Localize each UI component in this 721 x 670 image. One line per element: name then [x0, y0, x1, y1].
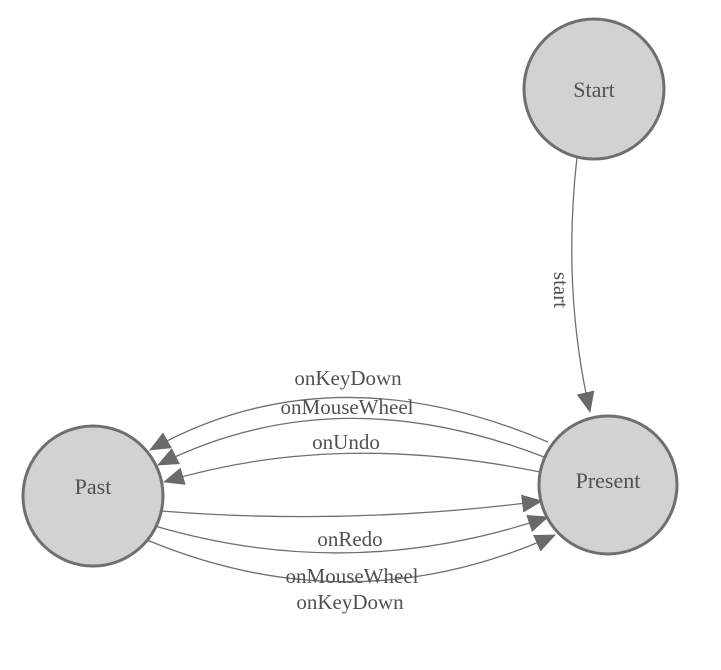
state-label-past: Past: [75, 474, 112, 499]
edge-past-to-present-onkeydown: [146, 534, 556, 583]
edge-present-to-past-onmousewheel: [157, 417, 545, 466]
state-node-past: [21, 424, 165, 568]
edge-label-onmousewheel-bottom: onMouseWheel: [286, 564, 419, 588]
edge-label-onredo: onRedo: [317, 527, 382, 551]
edge-past-to-present-onmousewheel: [154, 514, 549, 554]
state-node-start: [522, 17, 666, 161]
state-label-start: Start: [573, 77, 615, 102]
edge-label-onundo: onUndo: [312, 430, 380, 454]
state-node-present: [537, 414, 679, 556]
edge-start-to-present: [571, 156, 595, 413]
node-layer: [21, 17, 679, 568]
state-label-present: Present: [576, 468, 641, 493]
edge-present-to-past-onundo: [163, 452, 541, 485]
edge-label-start: start: [549, 272, 573, 308]
edge-present-to-past-onkeydown: [149, 396, 549, 451]
label-layer: Start Present Past start onKeyDown onMou…: [75, 77, 641, 614]
edge-label-onmousewheel-top: onMouseWheel: [281, 395, 414, 419]
edge-layer: [146, 156, 595, 583]
edge-label-onkeydown-top: onKeyDown: [294, 366, 402, 390]
edge-label-onkeydown-bottom: onKeyDown: [296, 590, 404, 614]
edge-past-to-present-onredo: [160, 494, 543, 518]
